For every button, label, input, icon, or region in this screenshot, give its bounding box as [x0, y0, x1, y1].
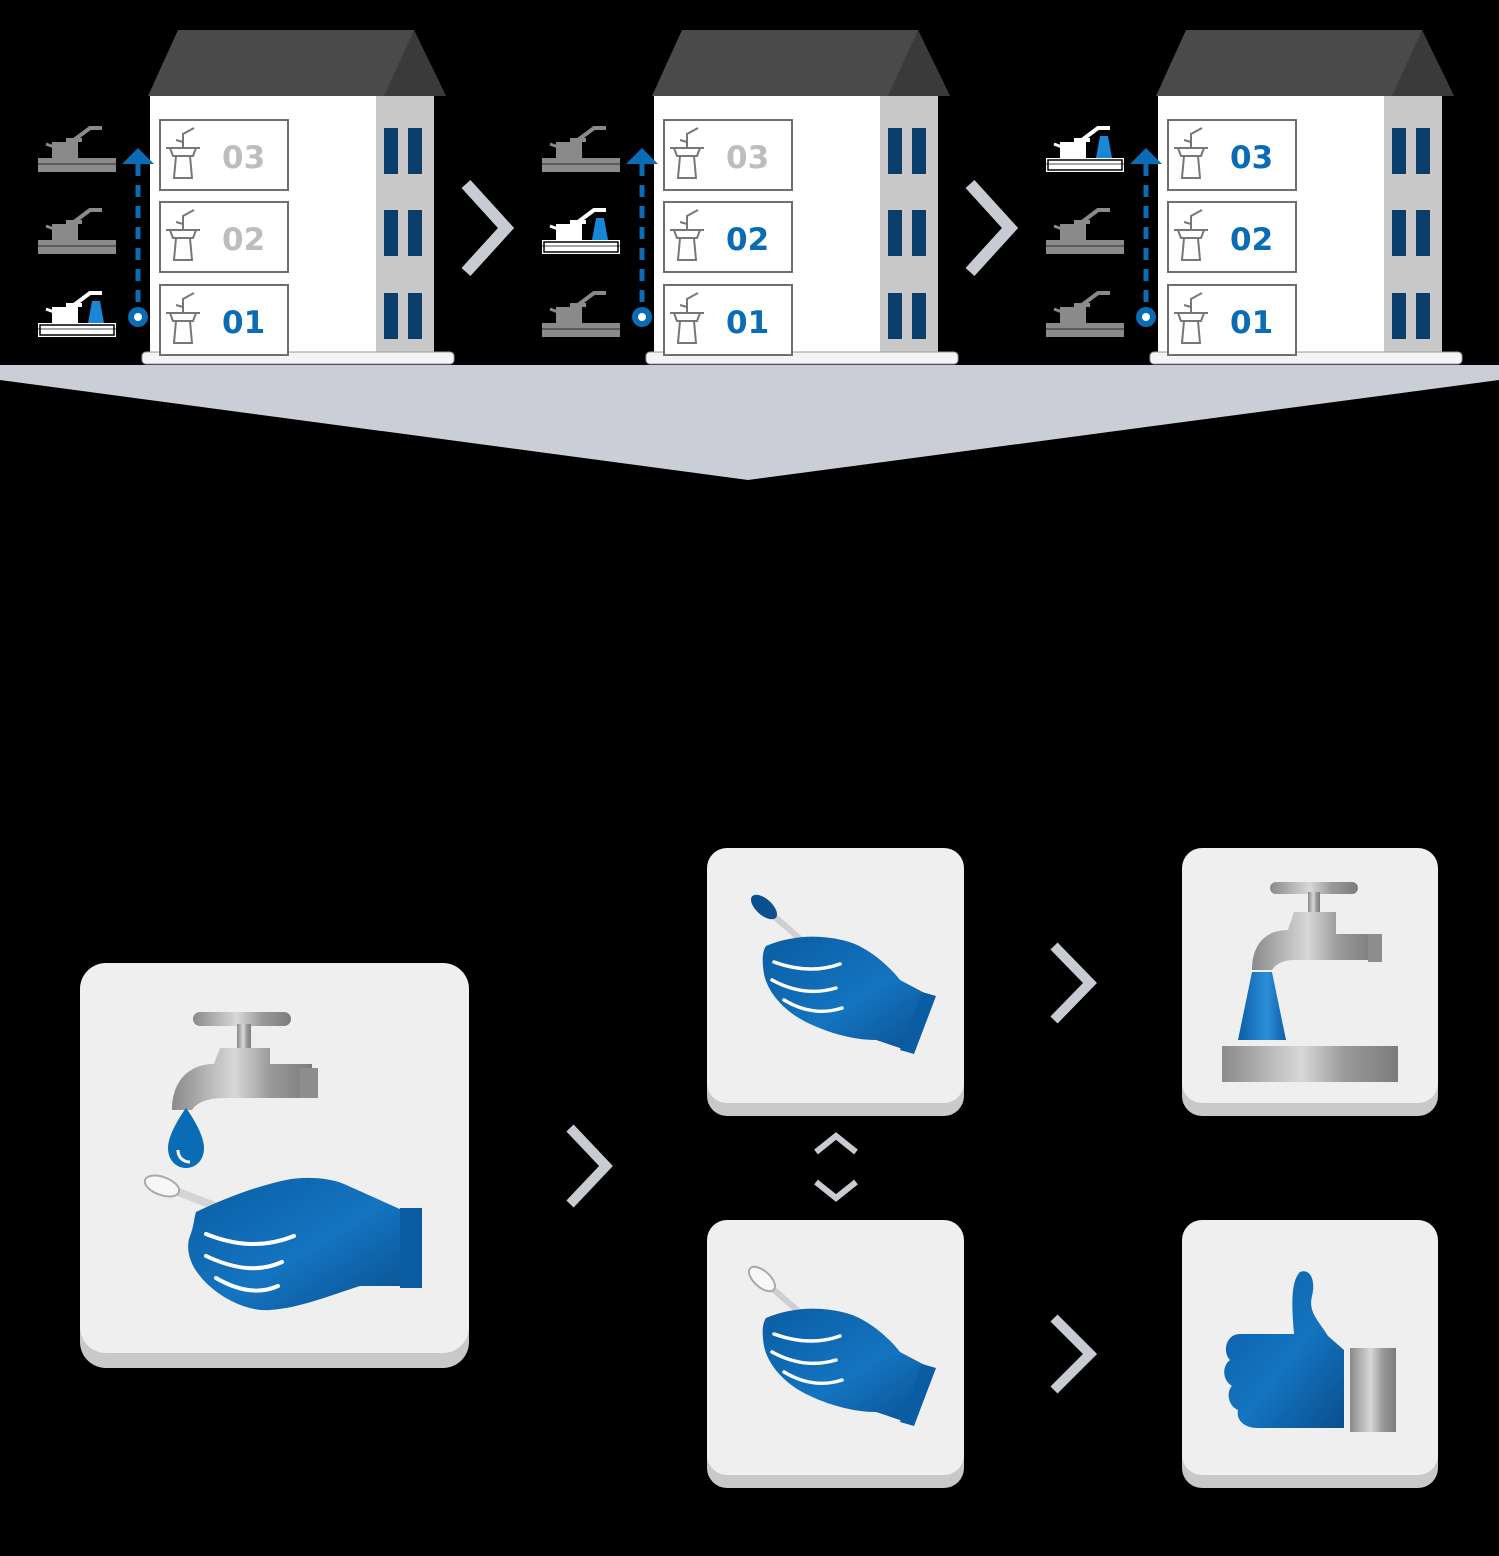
floor-label: 03 — [222, 140, 265, 176]
water-stream — [592, 218, 608, 240]
floor-label: 03 — [726, 140, 769, 176]
water-stream — [1096, 136, 1112, 158]
window — [408, 128, 422, 174]
window — [384, 293, 398, 339]
roof — [1156, 30, 1454, 96]
floor-label: 02 — [726, 222, 769, 258]
chevron-right-icon — [1050, 1314, 1098, 1394]
faucet-basin-outline — [1047, 159, 1123, 171]
floor-label: 01 — [222, 305, 265, 341]
faucet-icon — [540, 291, 622, 339]
result-card-thumbs-up — [1182, 1220, 1438, 1488]
roof-side — [888, 30, 950, 96]
faucet-sampled-icon — [540, 208, 622, 256]
window — [1416, 128, 1430, 174]
glove-swab-dark-tip-icon — [750, 894, 936, 1054]
arrow-up-icon — [626, 148, 658, 164]
chevron-right-icon — [461, 179, 515, 277]
water-stream — [88, 301, 104, 323]
arrow-up-icon — [122, 148, 154, 164]
tap-flowing-water-icon — [1222, 882, 1398, 1082]
chevron-right-icon — [1050, 942, 1097, 1024]
faucet-sampled-icon — [36, 291, 118, 339]
roof — [652, 30, 950, 96]
chevron-right-icon — [566, 1124, 613, 1208]
roof-side — [1392, 30, 1454, 96]
roof — [148, 30, 446, 96]
roof-side — [384, 30, 446, 96]
window — [888, 128, 902, 174]
building-3: 03 02 01 — [1044, 30, 1463, 365]
arrow-up-icon — [1130, 148, 1162, 164]
step-card-main — [80, 963, 469, 1368]
window — [408, 293, 422, 339]
window — [1392, 210, 1406, 256]
window — [912, 128, 926, 174]
step-card-branch-b — [707, 1220, 964, 1488]
floor-label: 01 — [1230, 305, 1273, 341]
window — [912, 210, 926, 256]
funnel-band — [0, 365, 1499, 480]
thumbs-up-icon — [1224, 1271, 1396, 1432]
chevron-right-icon — [965, 179, 1019, 277]
faucet-icon — [1044, 291, 1126, 339]
window — [1416, 293, 1430, 339]
window — [888, 293, 902, 339]
up-down-chevrons-icon — [814, 1132, 858, 1202]
window — [384, 210, 398, 256]
tap-water-drop-glove-swab-icon — [143, 1012, 422, 1311]
window — [1416, 210, 1430, 256]
floor-label: 02 — [1230, 222, 1273, 258]
glove-swab-light-tip-icon — [747, 1265, 936, 1426]
faucet-icon — [1044, 208, 1126, 256]
window — [1392, 128, 1406, 174]
result-card-tap — [1182, 848, 1438, 1116]
floor-label: 02 — [222, 222, 265, 258]
faucet-icon — [36, 208, 118, 256]
building-2: 03 02 01 — [540, 30, 1019, 365]
step-card-branch-a — [707, 848, 964, 1116]
floor-label: 03 — [1230, 140, 1273, 176]
window — [888, 210, 902, 256]
faucet-basin-outline — [543, 241, 619, 253]
window — [408, 210, 422, 256]
window — [384, 128, 398, 174]
faucet-basin-outline — [39, 324, 115, 336]
window — [912, 293, 926, 339]
faucet-icon — [540, 126, 622, 174]
faucet-icon — [36, 126, 118, 174]
faucet-sampled-icon — [1044, 126, 1126, 174]
floor-label: 01 — [726, 305, 769, 341]
window — [1392, 293, 1406, 339]
building-1: 03 02 01 — [36, 30, 515, 365]
